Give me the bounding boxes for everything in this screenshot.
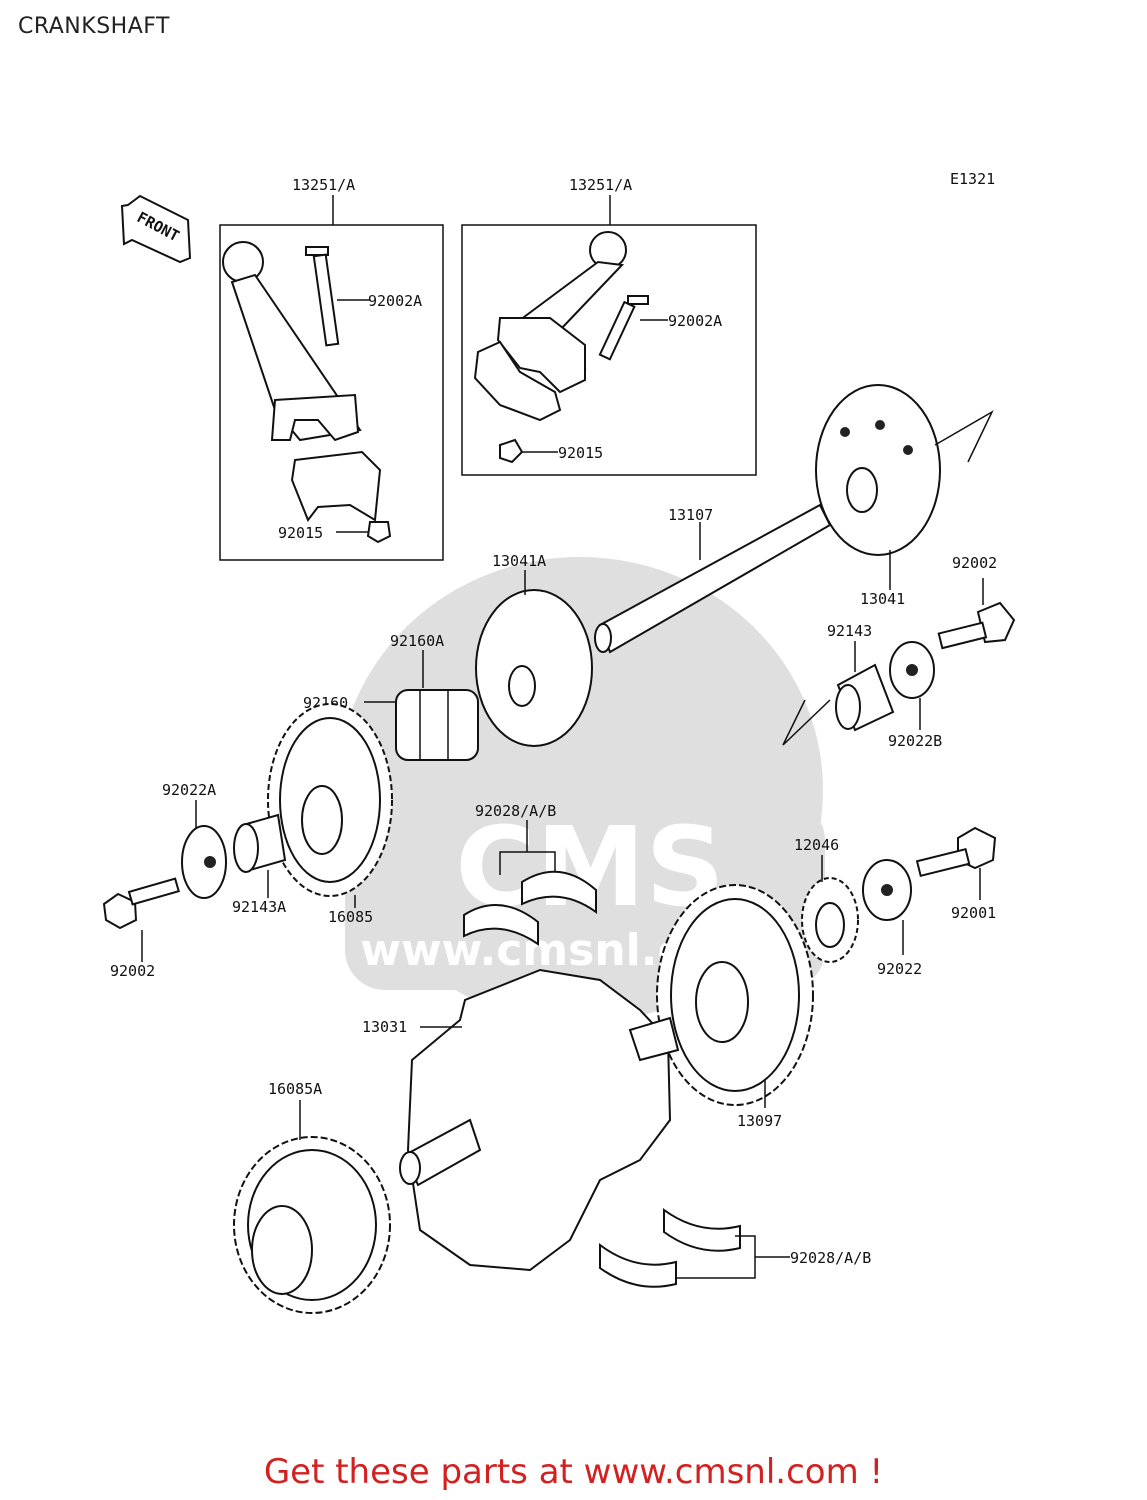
label-92002a-left: 92002A bbox=[368, 292, 422, 310]
crankshaft-13031 bbox=[399, 968, 680, 1272]
label-92022a: 92022A bbox=[162, 781, 216, 799]
label-92002a-right: 92002A bbox=[668, 312, 722, 330]
label-92028-lower: 92028/A/B bbox=[790, 1249, 871, 1267]
coupling-13041a bbox=[475, 589, 593, 747]
coupling-13041 bbox=[815, 384, 941, 556]
nut-left bbox=[366, 521, 392, 544]
conrod-bolt-right bbox=[598, 295, 649, 361]
label-13041: 13041 bbox=[860, 590, 905, 608]
label-13031: 13031 bbox=[362, 1018, 407, 1036]
bearing-shell-upper-1 bbox=[521, 870, 597, 914]
bolt-92002-right bbox=[937, 601, 1016, 650]
bolt-92002-left bbox=[102, 877, 180, 930]
label-13107: 13107 bbox=[668, 506, 713, 524]
gear-12046 bbox=[801, 877, 859, 963]
collar-92143 bbox=[835, 663, 895, 732]
bearing-shell-upper-2 bbox=[463, 904, 539, 946]
label-92002-left: 92002 bbox=[110, 962, 155, 980]
label-16085a: 16085A bbox=[268, 1080, 322, 1098]
collar-92143a bbox=[233, 813, 287, 873]
footer-cta[interactable]: Get these parts at www.cmsnl.com ! bbox=[263, 1452, 884, 1492]
label-92143a: 92143A bbox=[232, 898, 286, 916]
label-13251-right: 13251/A bbox=[569, 176, 632, 194]
label-92022: 92022 bbox=[877, 960, 922, 978]
nut-right bbox=[499, 438, 524, 464]
label-13097: 13097 bbox=[737, 1112, 782, 1130]
conrod-left bbox=[222, 241, 382, 523]
conrod-right bbox=[473, 231, 627, 422]
conrod-bolt-left bbox=[305, 246, 340, 347]
gear-13097 bbox=[656, 884, 814, 1106]
washer-92022b bbox=[889, 641, 935, 699]
label-92022b: 92022B bbox=[888, 732, 942, 750]
label-12046: 12046 bbox=[794, 836, 839, 854]
damper-92160 bbox=[395, 689, 479, 761]
bearing-shell-lower-1 bbox=[663, 1208, 741, 1252]
gear-16085 bbox=[267, 703, 393, 897]
label-92015-right: 92015 bbox=[558, 444, 603, 462]
page-title: CRANKSHAFT bbox=[18, 14, 170, 39]
label-92001: 92001 bbox=[951, 904, 996, 922]
bolt-92001 bbox=[915, 826, 997, 878]
label-13041a: 13041A bbox=[492, 552, 546, 570]
gear-16085a bbox=[233, 1136, 391, 1314]
label-92160a: 92160A bbox=[390, 632, 444, 650]
label-92028-upper: 92028/A/B bbox=[475, 802, 556, 820]
front-arrow-icon: FRONT bbox=[120, 194, 192, 264]
label-92015-left: 92015 bbox=[278, 524, 323, 542]
washer-92022a bbox=[181, 825, 227, 899]
conrod-box-left bbox=[219, 224, 444, 561]
bearing-shell-lower-2 bbox=[599, 1243, 677, 1288]
washer-92022 bbox=[862, 859, 912, 921]
label-92143: 92143 bbox=[827, 622, 872, 640]
diagram-code: E1321 bbox=[950, 170, 995, 188]
conrod-box-right bbox=[461, 224, 757, 476]
label-92002-right: 92002 bbox=[952, 554, 997, 572]
label-13251-left: 13251/A bbox=[292, 176, 355, 194]
label-16085: 16085 bbox=[328, 908, 373, 926]
